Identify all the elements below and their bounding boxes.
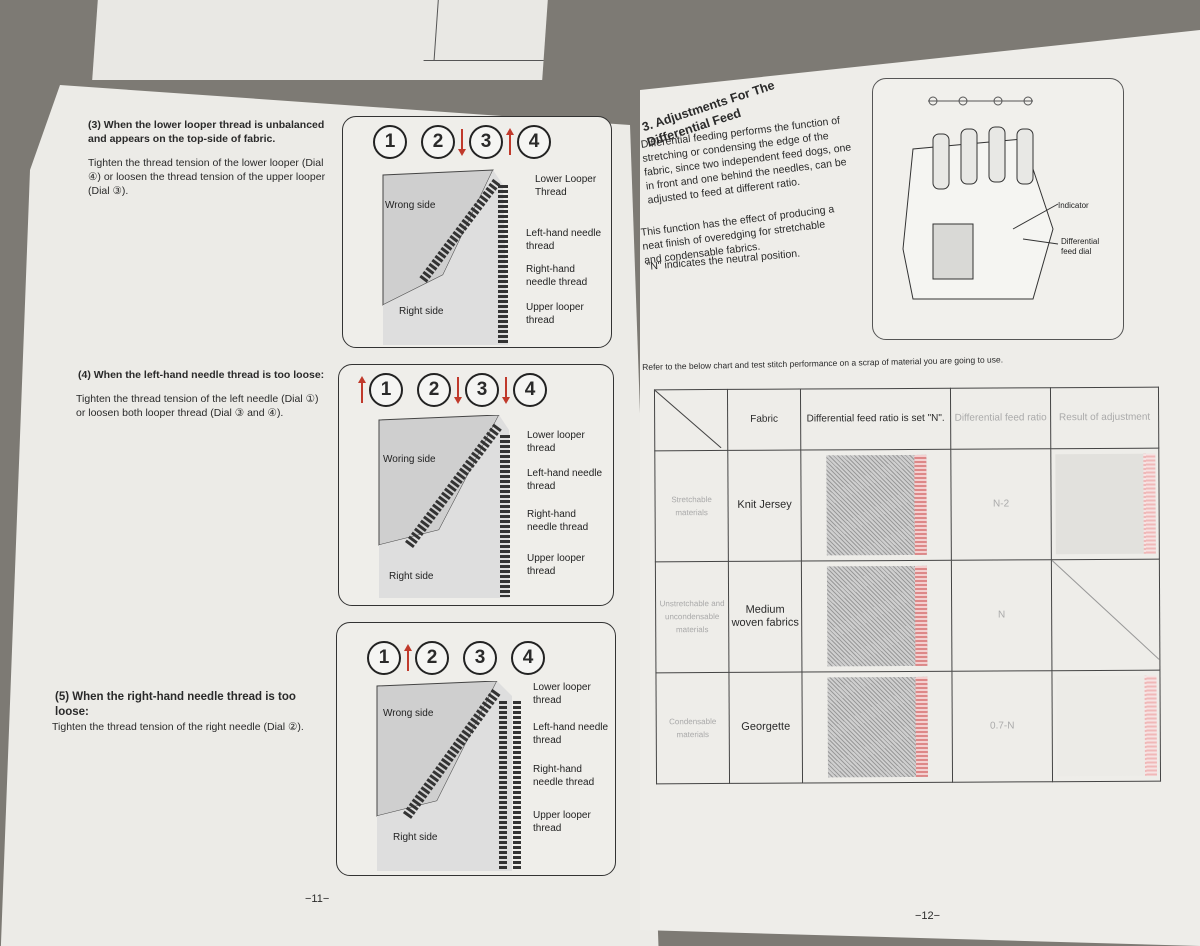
fabric-cell: Knit Jersey <box>727 449 802 562</box>
arrow-up-icon <box>506 128 514 155</box>
fabric-stitch-illustration <box>376 681 521 871</box>
result-cell <box>1051 670 1161 782</box>
thread-label-1: Lower looper thread <box>533 682 591 706</box>
header-corner <box>654 389 728 451</box>
fabric-stitch-illustration <box>382 169 508 345</box>
dial-4: 4 <box>502 373 547 407</box>
page-number-right: −12− <box>915 910 941 922</box>
thread-label-3: Right-hand needle thread <box>526 264 588 288</box>
stitch-swatch <box>825 454 927 556</box>
arrow-down-icon <box>458 129 466 156</box>
thread-label-1: Lower Looper Thread <box>535 174 597 198</box>
differential-feed-table: Fabric Differential feed ratio is set "N… <box>654 387 1161 785</box>
dial-3: 3 <box>458 125 503 159</box>
material-cell: Condensable materials <box>655 672 730 784</box>
dial-row: 1 2 3 4 <box>367 641 545 675</box>
thread-label-4: Upper looper thread <box>533 810 591 834</box>
thread-label-1: Lower looper thread <box>527 430 585 454</box>
right-side-label: Right side <box>399 306 444 317</box>
arrow-up-icon <box>358 376 366 403</box>
thread-label-2: Left-hand needle thread <box>526 228 602 252</box>
result-swatch <box>1055 675 1157 777</box>
dial-3: 3 <box>454 373 499 407</box>
differential-dial-label: Differential feed dial <box>1061 237 1100 256</box>
ratio-cell: N-2 <box>950 448 1052 561</box>
section-5-body: Tighten the thread tension of the right … <box>52 721 304 733</box>
machine-drawing <box>902 96 1059 300</box>
table-row: Unstretchable and uncondensable material… <box>655 558 1160 673</box>
header-ratio: Differential feed ratio <box>950 387 1051 449</box>
wrong-side-label: Wrong side <box>383 708 434 719</box>
dial-4: 4 <box>506 125 551 159</box>
section-4-body: Tighten the thread tension of the left n… <box>76 393 319 419</box>
right-side-label: Right side <box>393 832 438 843</box>
thread-label-2: Left-hand needle thread <box>533 722 609 746</box>
dial-1: 1 <box>373 125 407 159</box>
serger-machine-illustration: Indicator Differential feed dial <box>872 78 1124 340</box>
thread-label-2: Left-hand needle thread <box>527 468 603 492</box>
result-cell <box>1050 447 1160 560</box>
stitch-swatch <box>826 676 928 778</box>
dial-row: 1 2 3 4 <box>373 125 551 159</box>
table-row: Stretchable materials Knit Jersey N-2 <box>654 447 1160 562</box>
header-n-setting: Differential feed ratio is set "N". <box>800 388 951 450</box>
table-header-row: Fabric Differential feed ratio is set "N… <box>654 387 1159 451</box>
result-swatch <box>1054 453 1156 554</box>
wrong-side-label: Wrong side <box>385 200 436 211</box>
section-3-title: (3) When the lower looper thread is unba… <box>88 119 325 145</box>
dial-2: 2 <box>404 641 449 675</box>
table-row: Condensable materials Georgette 0.7-N <box>655 670 1161 784</box>
dial-4: 4 <box>511 641 545 675</box>
wrong-side-label: Woring side <box>383 454 436 465</box>
header-result: Result of adjustment <box>1050 387 1159 449</box>
fabric-cell: Medium woven fabrics <box>728 560 802 673</box>
right-side-label: Right side <box>389 571 434 582</box>
underlying-sheet <box>92 0 548 80</box>
dial-1: 1 <box>367 641 401 675</box>
arrow-down-icon <box>502 377 510 404</box>
arrow-down-icon <box>454 377 462 404</box>
tension-panel-3: 1 2 3 4 Wrong side Right side Lower loop… <box>336 622 616 876</box>
dial-2: 2 <box>417 373 451 407</box>
ratio-cell: N <box>951 559 1052 672</box>
ratio-cell: 0.7-N <box>951 670 1053 783</box>
result-cell-empty <box>1051 558 1160 671</box>
material-cell: Unstretchable and uncondensable material… <box>655 561 729 673</box>
material-cell: Stretchable materials <box>654 450 729 562</box>
tension-panel-2: 1 2 3 4 Woring side Right side Lower loo… <box>338 364 614 606</box>
stitch-swatch <box>826 565 927 667</box>
page-number-left: −11− <box>305 893 330 905</box>
swatch-cell <box>801 671 953 784</box>
tension-panel-1: 1 2 3 4 Wrong side Right side Lower Loop… <box>342 116 612 348</box>
section-4-title: (4) When the left-hand needle thread is … <box>78 369 325 381</box>
thread-label-4: Upper looper thread <box>527 553 585 577</box>
indicator-label: Indicator <box>1058 201 1089 210</box>
swatch-cell <box>800 448 952 561</box>
section-5-title: (5) When the right-hand needle thread is… <box>55 691 296 718</box>
section-3-body: Tighten the thread tension of the lower … <box>88 157 326 197</box>
dial-2: 2 <box>421 125 455 159</box>
thread-label-3: Right-hand needle thread <box>527 509 589 533</box>
arrow-up-icon <box>404 644 412 671</box>
fabric-cell: Georgette <box>728 671 803 784</box>
dial-row: 1 2 3 4 <box>358 373 547 407</box>
dial-1: 1 <box>358 373 403 407</box>
swatch-cell <box>801 560 952 672</box>
thread-label-4: Upper looper thread <box>526 302 584 326</box>
dial-3: 3 <box>463 641 497 675</box>
thread-label-3: Right-hand needle thread <box>533 764 595 788</box>
fabric-stitch-illustration <box>378 415 510 598</box>
header-fabric: Fabric <box>727 389 801 451</box>
